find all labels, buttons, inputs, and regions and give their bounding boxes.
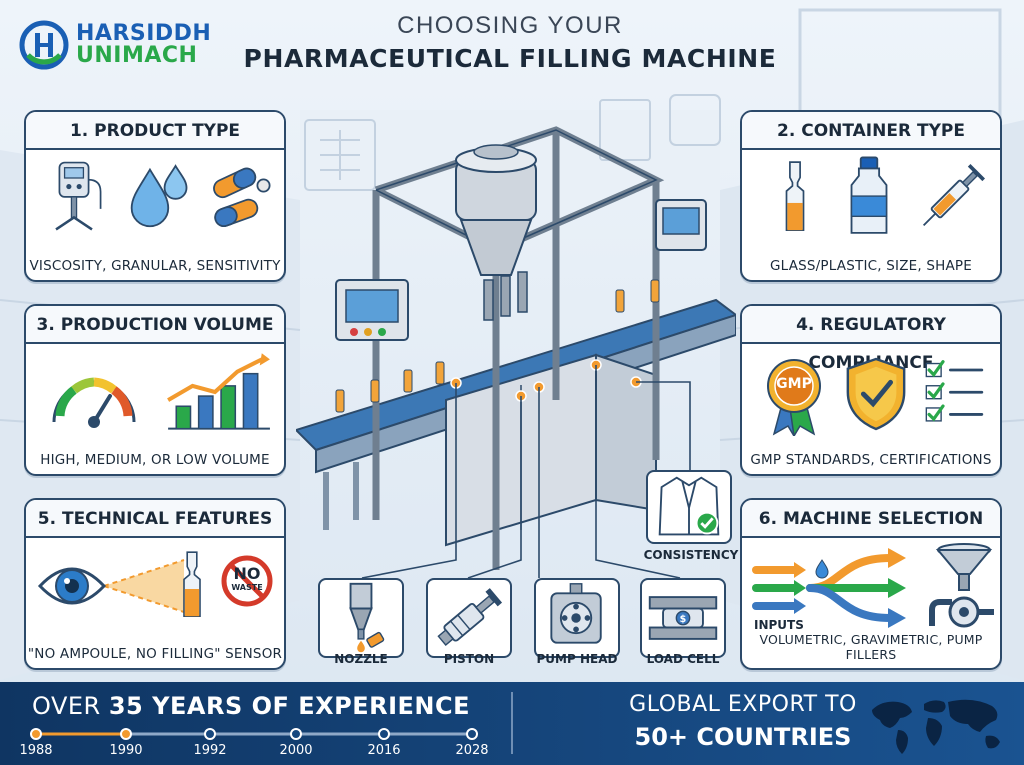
gmp-badge-text: GMP [776,376,812,392]
lab-coat-check-icon [658,476,720,536]
pump-icon [929,596,994,628]
panel-caption: HIGH, MEDIUM, OR LOW VOLUME [40,452,270,468]
nozzle-icon [349,582,385,653]
component-label-pump-head: PUMP HEAD [536,652,618,666]
panel-icons [742,150,1000,244]
world-map-icon [872,699,1000,754]
panel-caption: VOLUMETRIC, GRAVIMETRIC, PUMP FILLERS [759,632,983,662]
growth-chart-icon [167,353,270,430]
flow-arrows-icon [752,548,906,628]
global-export: GLOBAL EXPORT TO 50+ COUNTRIES [618,692,868,751]
panel-regulatory-compliance[interactable]: 4. REGULATORY COMPLIANCE GMP [740,304,1002,476]
logo-mark-icon [19,20,69,70]
timeline-year: 1992 [193,743,227,758]
pump-head-icon [550,583,602,644]
eye-sensor-icon [37,559,185,613]
no-waste-badge-text: NO [233,564,261,583]
panel-production-volume[interactable]: 3. PRODUCTION VOLUME HIGH, MEDIUM, OR LO… [24,304,286,476]
gauge-icon [52,377,136,428]
no-waste-icon: NO WASTE [220,554,274,608]
bottle-icon [850,156,888,234]
checklist-icon [925,360,984,422]
panel-caption: GLASS/PLASTIC, SIZE, SHAPE [770,258,972,274]
no-waste-badge-subtext: WASTE [231,583,263,592]
panel-title: 4. REGULATORY COMPLIANCE [742,306,1000,373]
panel-container-type[interactable]: 2. CONTAINER TYPE GLASS/PLASTIC, SIZE, S… [740,110,1002,282]
brand-logo[interactable]: HARSIDDH UNIMACH [18,14,228,76]
funnel-icon [935,543,993,591]
timeline-year: 1990 [109,743,143,758]
component-label-load-cell: LOAD CELL [646,652,720,666]
panel-caption: GMP STANDARDS, CERTIFICATIONS [750,452,992,468]
footer-banner: OVER 35 YEARS OF EXPERIENCE 1988 1990 19… [0,682,1024,765]
panel-icons [742,538,1000,632]
timeline-year: 1988 [19,743,53,758]
panel-icons: NO WASTE [26,538,284,632]
component-piston[interactable] [426,578,512,658]
component-label-piston: PISTON [443,652,495,666]
panel-caption: VISCOSITY, GRANULAR, SENSITIVITY [29,258,281,274]
component-load-cell[interactable]: $ [640,578,726,658]
panel-caption: "NO AMPOULE, NO FILLING" SENSOR [27,646,283,662]
panel-title: 5. TECHNICAL FEATURES [26,500,284,538]
component-pump-head[interactable] [534,578,620,658]
global-export-line1: GLOBAL EXPORT TO [629,692,857,717]
panel-icons [26,150,284,244]
panel-technical-features[interactable]: 5. TECHNICAL FEATURES NO WASTE "NO AMPOU… [24,498,286,670]
inputs-label: INPUTS [754,618,804,632]
ampoule-icon [785,161,805,231]
svg-text:$: $ [680,614,687,625]
shield-check-icon [846,357,906,431]
timeline-year: 2028 [455,743,489,758]
panel-title: 3. PRODUCTION VOLUME [26,306,284,344]
title-line2: PHARMACEUTICAL FILLING MACHINE [243,44,777,73]
brand-name-line1: HARSIDDH [76,21,212,46]
timeline-year: 2000 [279,743,313,758]
panel-title: 2. CONTAINER TYPE [742,112,1000,150]
title-line1: CHOOSING YOUR [397,12,623,39]
viscometer-icon [55,161,102,231]
timeline: 1988 1990 1992 2000 2016 2028 [14,726,494,762]
consistency-label: CONSISTENCY [643,548,739,562]
experience-text: OVER 35 YEARS OF EXPERIENCE [32,692,470,720]
gmp-badge-icon: GMP [758,356,830,436]
panel-title: 6. MACHINE SELECTION [742,500,1000,538]
footer-divider [511,692,513,754]
load-cell-icon: $ [648,596,718,640]
syringe-icon [922,164,985,227]
timeline-track [30,728,478,740]
capsules-icon [213,167,271,228]
experience-prefix: OVER [32,692,109,720]
panel-product-type[interactable]: 1. PRODUCT TYPE VISCOSITY, GRANULAR [24,110,286,282]
page-title: CHOOSING YOUR PHARMACEUTICAL FILLING MAC… [230,12,790,73]
timeline-year: 2016 [367,743,401,758]
panel-title: 1. PRODUCT TYPE [26,112,284,150]
experience-bold: 35 YEARS OF EXPERIENCE [108,692,471,720]
panel-icons: GMP [742,344,1000,438]
droplets-icon [130,164,188,228]
ampoule-icon [183,551,201,617]
global-export-line2: 50+ COUNTRIES [634,723,852,751]
consistency-box[interactable] [646,470,732,544]
brand-name-line2: UNIMACH [76,43,198,68]
piston-icon [437,588,503,646]
component-nozzle[interactable] [318,578,404,658]
panel-machine-selection[interactable]: 6. MACHINE SELECTION [740,498,1002,670]
component-label-nozzle: NOZZLE [334,652,388,666]
panel-icons [26,344,284,438]
